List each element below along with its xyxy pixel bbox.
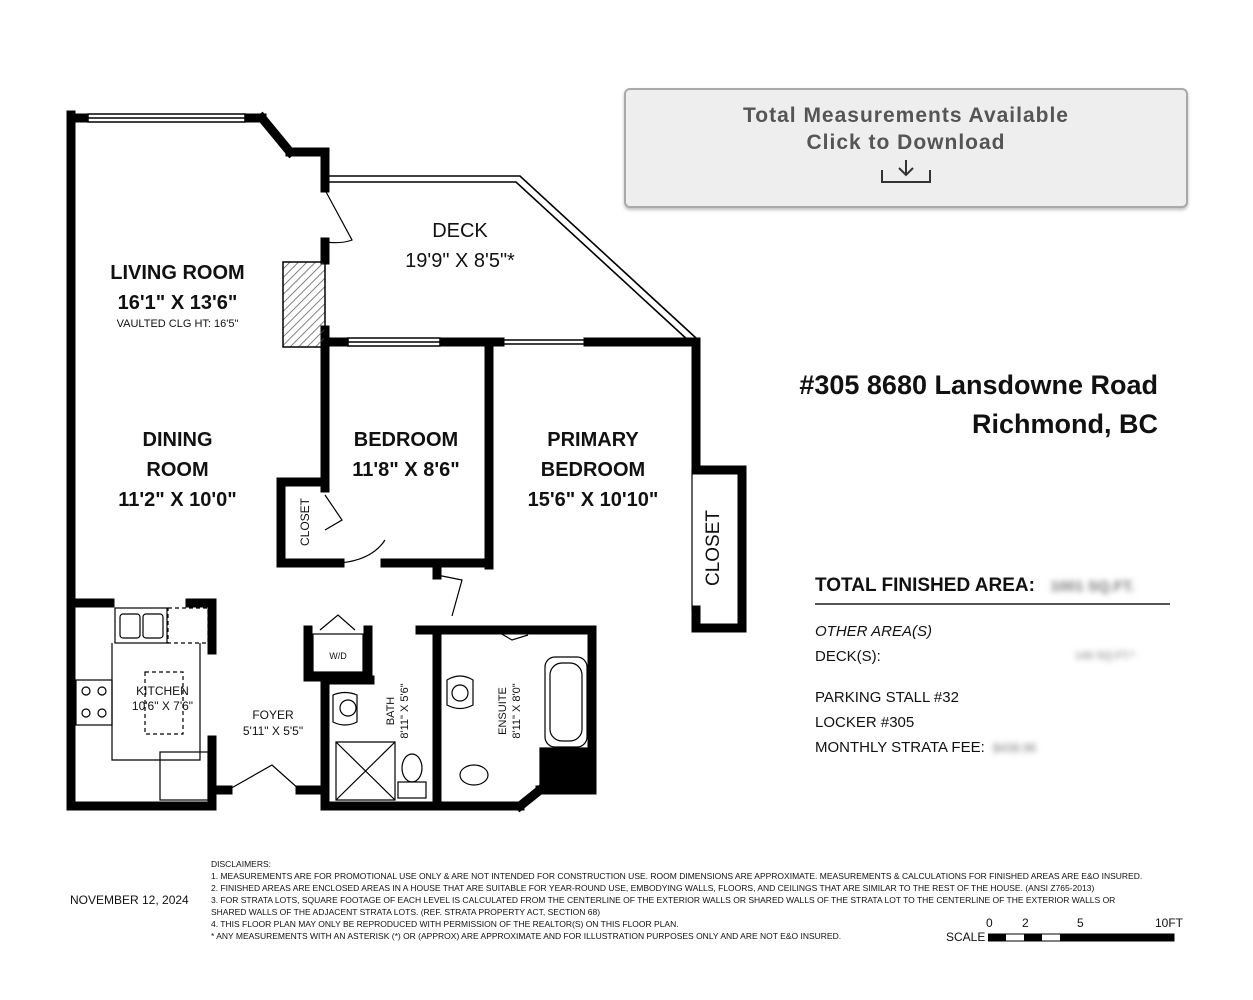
kitchen-fixtures [75, 607, 209, 801]
bath-fixtures [312, 633, 593, 801]
disclaimer-line: SHARED WALLS OF THE ADJACENT STRATA LOTS… [211, 907, 601, 917]
primary-bedroom-label: PRIMARY BEDROOM 15'6" X 10'10" [527, 429, 659, 511]
parking-stall: PARKING STALL #32 [815, 689, 959, 706]
ensuite-label: ENSUITE 8'11" X 8'0" [497, 683, 523, 739]
scale-bar [988, 933, 1175, 942]
door-swings [227, 189, 693, 791]
locker: LOCKER #305 [815, 714, 915, 731]
other-areas-heading: OTHER AREA(S) [815, 623, 932, 640]
total-finished-area: TOTAL FINISHED AREA: 1001 SQ.FT. [815, 575, 1170, 605]
strata-fee-value: $438.96 [992, 741, 1037, 755]
disclaimers: DISCLAIMERS: 1. MEASUREMENTS ARE FOR PRO… [211, 858, 1171, 942]
scale-label: SCALE [946, 930, 986, 944]
download-line-2: Click to Download [806, 131, 1006, 154]
windows [87, 113, 588, 347]
fireplace-icon [282, 261, 326, 348]
closet-label: CLOSET [298, 498, 312, 547]
dining-room-label: DINING ROOM 11'2" X 10'0" [118, 429, 237, 511]
scale-tick-0: 0 [986, 916, 993, 930]
deck-label: DECK 19'9" X 8'5"* [405, 220, 515, 272]
foyer-label: FOYER 5'11" X 5'5" [242, 708, 304, 738]
total-area-value: 1001 SQ.FT. [1050, 578, 1135, 595]
scale-tick-5: 5 [1077, 916, 1084, 930]
deck-outline [325, 175, 697, 343]
living-room-label: LIVING ROOM 16'1" X 13'6" VAULTED CLG HT… [110, 262, 245, 330]
download-measurements-button[interactable]: Total Measurements Available Click to Do… [624, 88, 1188, 208]
scale-tick-10: 10FT [1155, 916, 1184, 930]
strata-fee-row: MONTHLY STRATA FEE: $438.96 [815, 735, 1175, 760]
kitchen-label: KITCHEN 10'6" X 7'6" [131, 684, 194, 713]
plan-date: NOVEMBER 12, 2024 [70, 893, 189, 907]
disclaimer-line: * ANY MEASUREMENTS WITH AN ASTERISK (*) … [211, 931, 842, 941]
scale-tick-2: 2 [1022, 916, 1029, 930]
download-line-1: Total Measurements Available [743, 104, 1069, 127]
washer-dryer-label: W/D [329, 651, 347, 661]
download-icon [881, 160, 931, 183]
bath-label: BATH 8'11" X 5'6" [385, 683, 411, 739]
address-line-1: #305 8680 Lansdowne Road [799, 370, 1158, 400]
disclaimer-line: 2. FINISHED AREAS ARE ENCLOSED AREAS IN … [211, 883, 1095, 893]
deck-area-row: DECK(S): 140 SQ.FT.* [815, 644, 1175, 669]
property-address: #305 8680 Lansdowne Road Richmond, BC [760, 366, 1158, 444]
area-summary: TOTAL FINISHED AREA: 1001 SQ.FT. OTHER A… [815, 575, 1175, 760]
deck-area-value: 140 SQ.FT.* [1075, 650, 1135, 662]
disclaimer-line: 1. MEASUREMENTS ARE FOR PROMOTIONAL USE … [211, 871, 1143, 881]
address-line-2: Richmond, BC [972, 409, 1158, 439]
bedroom-label: BEDROOM 11'8" X 8'6" [352, 429, 460, 481]
disclaimer-heading: DISCLAIMERS: [211, 859, 271, 869]
primary-closet-label: CLOSET [703, 509, 724, 587]
disclaimer-line: 3. FOR STRATA LOTS, SQUARE FOOTAGE OF EA… [211, 895, 1116, 905]
exterior-walls [66, 110, 747, 813]
disclaimer-line: 4. THIS FLOOR PLAN MAY ONLY BE REPRODUCE… [211, 919, 679, 929]
